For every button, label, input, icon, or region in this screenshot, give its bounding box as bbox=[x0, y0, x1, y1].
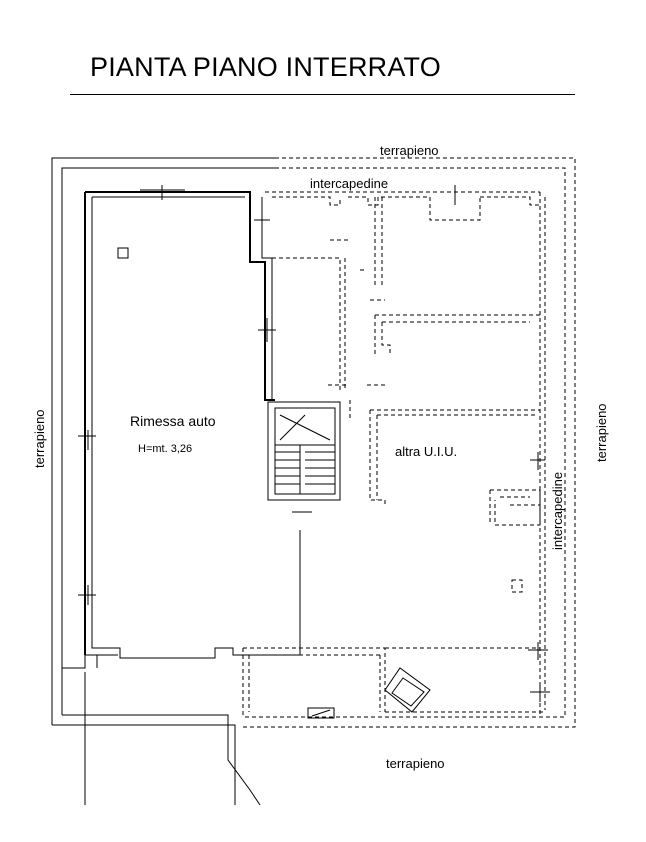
lower-left-wall bbox=[52, 724, 236, 805]
outer-boundary-dashed bbox=[243, 157, 576, 728]
terrapieno-top-label: terrapieno bbox=[380, 143, 439, 158]
garage-room-walls bbox=[85, 191, 275, 401]
terrapieno-bottom-label: terrapieno bbox=[386, 756, 445, 771]
outer-boundary-solid bbox=[51, 157, 275, 725]
pillar-square bbox=[117, 247, 129, 259]
adjacent-unit-walls bbox=[242, 191, 546, 718]
terrapieno-left-label: terrapieno bbox=[32, 409, 47, 468]
intercapedine-right-label: intercapedine bbox=[550, 472, 565, 550]
terrapieno-right-label: terrapieno bbox=[594, 403, 609, 462]
vent-box bbox=[307, 707, 335, 719]
title-underline bbox=[70, 94, 575, 95]
staircase bbox=[267, 401, 341, 513]
page-title: PIANTA PIANO INTERRATO bbox=[90, 52, 441, 82]
garage-label: Rimessa auto bbox=[130, 413, 216, 429]
height-label: H=mt. 3,26 bbox=[138, 443, 192, 455]
inner-boundary-solid bbox=[61, 167, 275, 668]
inner-boundary-dashed bbox=[243, 167, 566, 718]
equipment-box bbox=[384, 667, 431, 713]
intercapedine-top-label: intercapedine bbox=[310, 176, 388, 191]
other-unit-label: altra U.I.U. bbox=[395, 444, 457, 459]
